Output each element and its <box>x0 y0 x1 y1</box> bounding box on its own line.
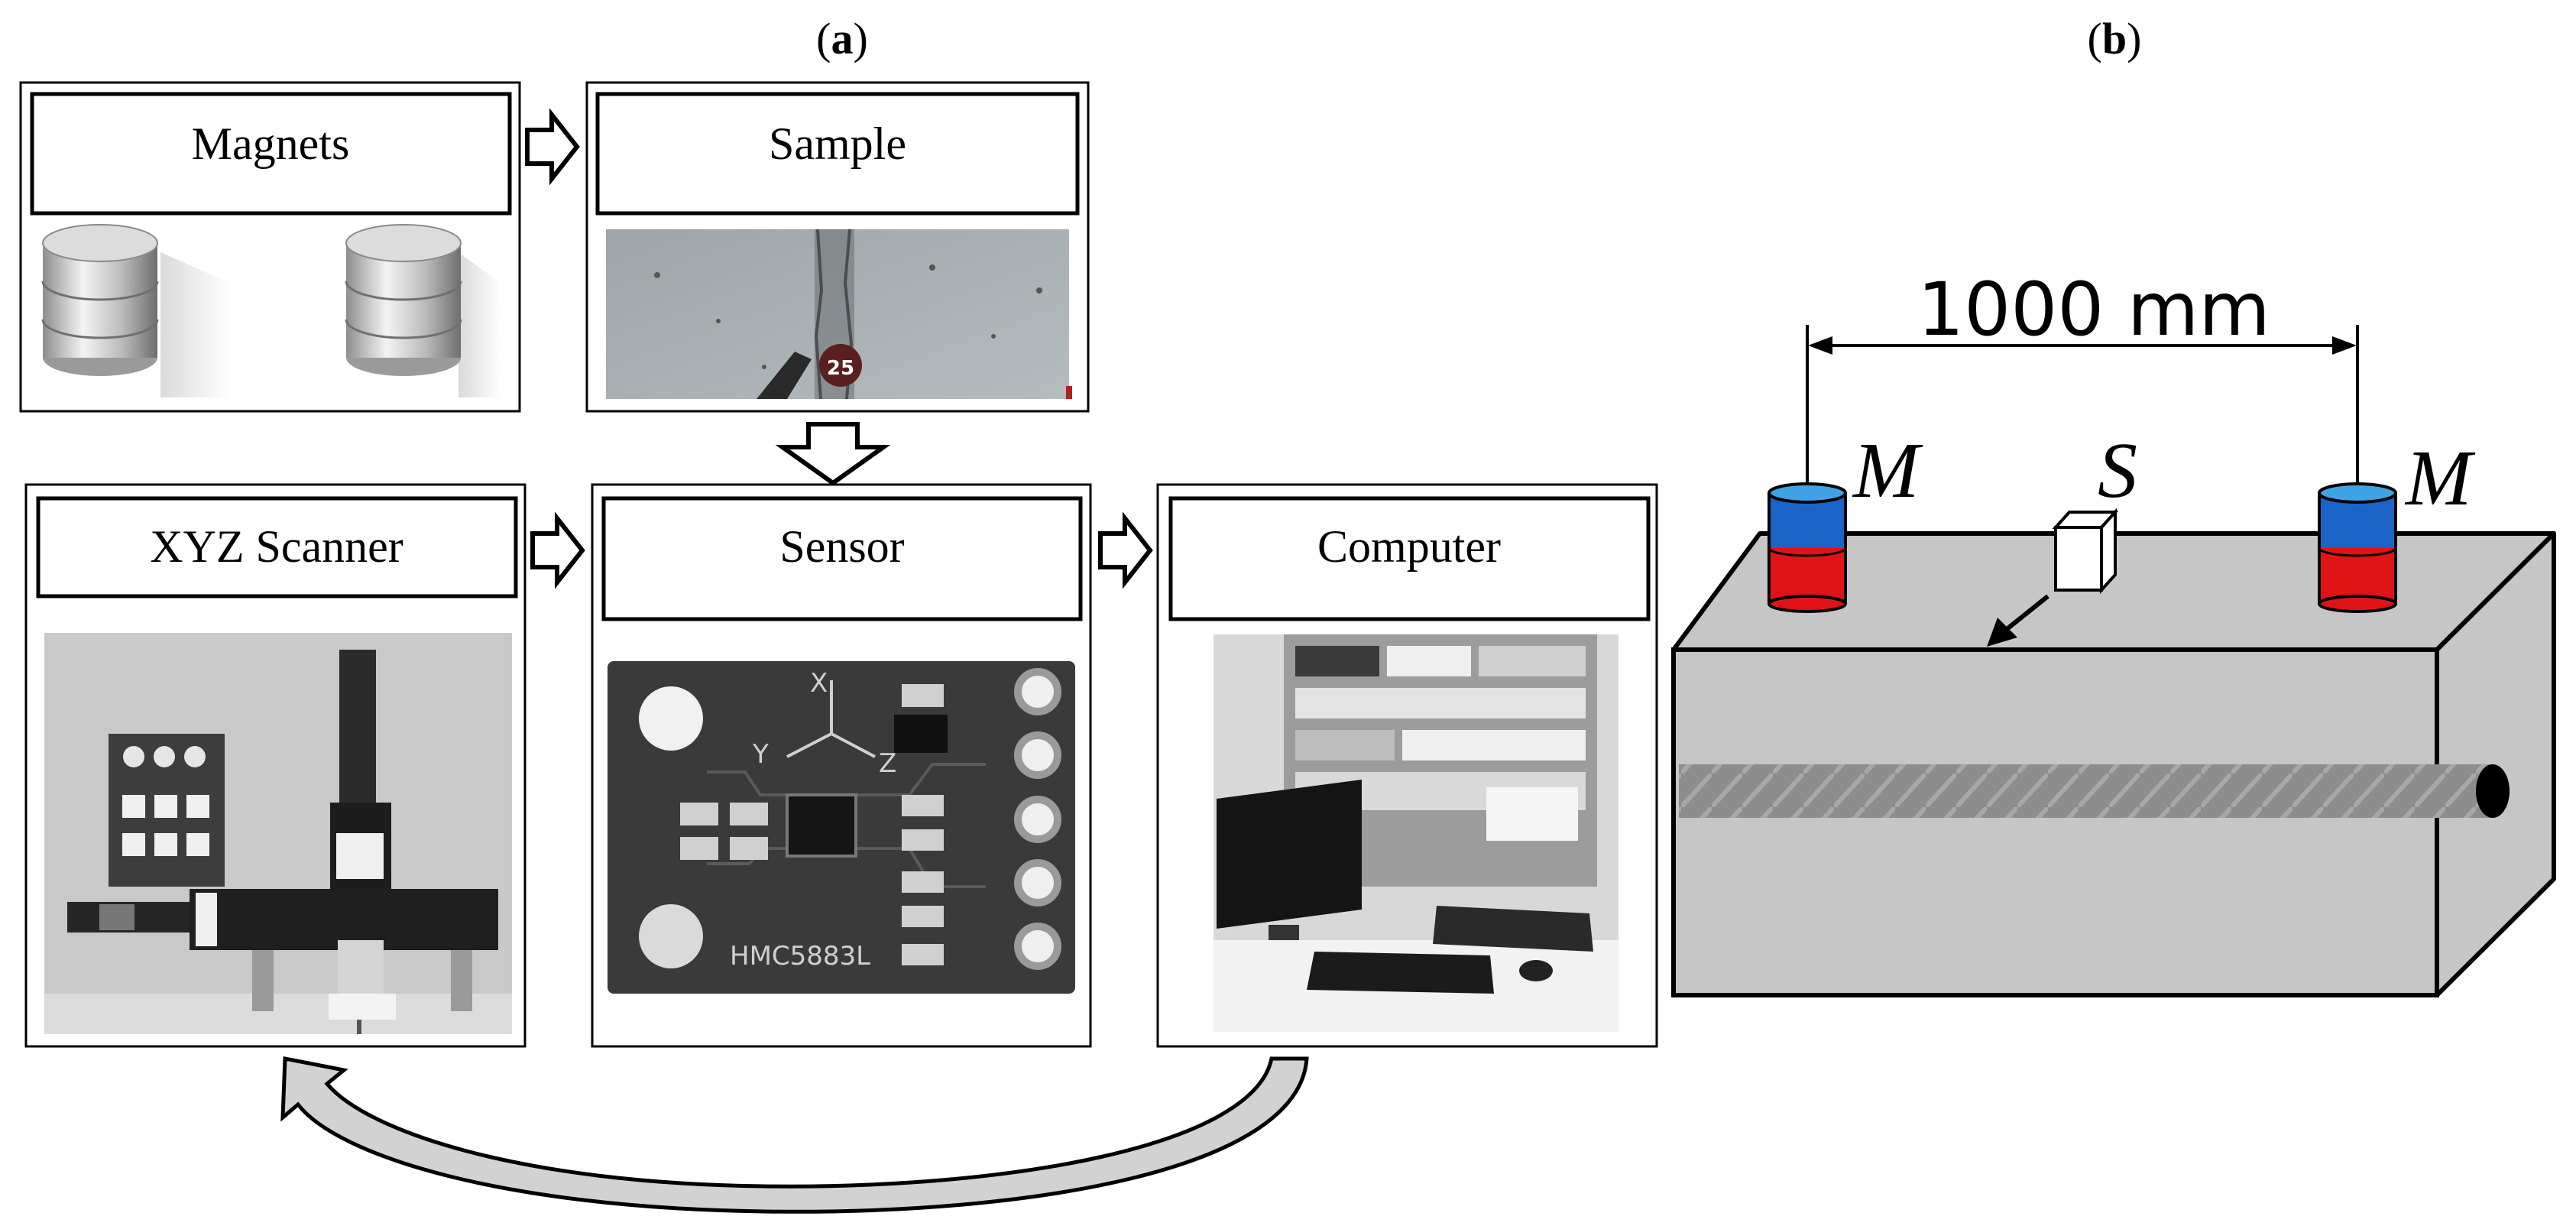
magnet-right <box>2318 482 2397 613</box>
axis-y-label: Y <box>752 739 769 770</box>
computer-title: Computer <box>1317 521 1501 572</box>
rebar-end <box>2476 764 2510 818</box>
chip-model-label: HMC5883L <box>730 941 870 971</box>
sample-title: Sample <box>769 118 906 169</box>
mouse <box>1519 960 1553 981</box>
magnets-photo <box>34 222 507 402</box>
distance-label: 1000 mm <box>1917 267 2270 352</box>
magnets-box: Magnets <box>19 81 521 413</box>
feedback-arrow <box>280 1056 1309 1214</box>
magnetometer-chip <box>786 793 857 858</box>
rebar <box>1679 764 2493 818</box>
arrow-scanner-to-sensor <box>530 511 585 589</box>
sensor-title: Sensor <box>779 521 904 572</box>
arrow-magnets-to-sample <box>525 108 580 186</box>
magnet-right-label: M <box>2404 434 2476 522</box>
axis-x-label: X <box>810 668 828 699</box>
magnets-title: Magnets <box>192 118 350 169</box>
sensor-label: S <box>2098 427 2137 514</box>
arrow-sensor-to-computer <box>1098 511 1153 589</box>
sample-photo: 25 <box>606 229 1072 400</box>
sample-badge: 25 <box>827 357 854 380</box>
arrow-sample-to-sensor <box>775 422 891 486</box>
sensor-cube <box>2052 508 2119 595</box>
computer-box: Computer <box>1156 483 1658 1048</box>
beam-front-face <box>1671 647 2439 997</box>
sample-box: Sample 25 <box>585 81 1090 413</box>
sensor-box: Sensor X Y Z <box>591 483 1092 1048</box>
magnet-left-label: M <box>1852 427 1923 514</box>
keyboard-back <box>1433 906 1593 952</box>
magnet-stack-right <box>345 224 501 397</box>
computer-photo <box>1213 634 1619 1032</box>
magnet-left <box>1768 482 1847 613</box>
mounting-hole-bottom <box>639 904 703 968</box>
panel-a-label: (a) <box>816 14 868 63</box>
sensor-pointer <box>2004 594 2049 632</box>
xyz-scanner-box: XYZ Scanner <box>24 483 527 1048</box>
beam-diagram: 1000 mm M M S <box>1671 267 2556 997</box>
axis-z-label: Z <box>879 748 896 779</box>
mounting-hole-top <box>639 686 703 751</box>
magnet-stack-left <box>41 224 229 397</box>
keyboard-front <box>1307 952 1494 994</box>
xyz-scanner-photo <box>44 633 512 1034</box>
xyz-scanner-title: XYZ Scanner <box>150 521 403 572</box>
monitor <box>1217 780 1362 929</box>
sensor-photo: X Y Z HMC5883L <box>608 661 1075 994</box>
panel-b-label: (b) <box>2088 14 2142 63</box>
